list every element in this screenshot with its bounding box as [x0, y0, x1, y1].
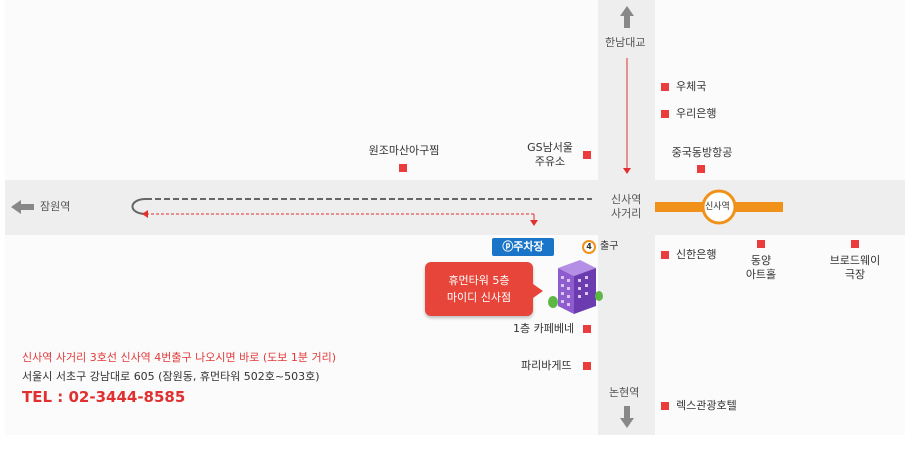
building-icon: [548, 260, 603, 314]
place-dongyang-line2: 아트홀: [745, 268, 777, 281]
station-label: 신사역: [705, 202, 730, 212]
place-caffe: 1층 카페베네: [513, 322, 575, 335]
route-arrow-down-icon: [623, 168, 631, 174]
marker-rex: [661, 402, 669, 410]
station-circle: [701, 189, 737, 225]
arrow-down-icon: [620, 406, 634, 428]
exit-label: 출구: [600, 241, 619, 252]
marker-gs: [583, 151, 591, 159]
tel-text: TEL : 02-3444-8585: [22, 388, 186, 406]
marker-dongyang: [757, 240, 765, 248]
marker-post-office: [661, 83, 669, 91]
marker-broadway: [851, 240, 859, 248]
bubble-line2: 마이디 신사점: [446, 291, 512, 304]
place-broadway-line1: 브로드웨이: [829, 254, 881, 267]
block-north-east: [655, 0, 905, 180]
crossing-label-line2: 사거리: [611, 207, 642, 220]
marker-paris: [583, 362, 591, 370]
road-label-north: 한남대교: [605, 36, 646, 49]
location-bubble: 휴먼타워 5층 마이디 신사점: [425, 262, 543, 316]
uturn-icon: [131, 198, 147, 215]
place-broadway-line2: 극장: [844, 268, 866, 281]
marker-shinhan: [661, 251, 669, 259]
route-arrow-right-icon: [142, 210, 148, 218]
place-shinhan: 신한은행: [676, 248, 717, 261]
block-south-east: [655, 235, 905, 435]
arrow-left-icon: [11, 200, 34, 214]
place-china-east: 중국동방항공: [671, 146, 733, 159]
exit-number-icon: 4: [582, 240, 596, 254]
marker-wonjo: [399, 164, 407, 172]
road-label-west: 잠원역: [40, 200, 71, 213]
block-north-west: [5, 0, 598, 180]
place-woori-bank: 우리은행: [676, 107, 717, 120]
parking-badge: ⓟ주차장: [492, 238, 554, 256]
road-label-south: 논현역: [609, 386, 640, 399]
marker-woori-bank: [661, 110, 669, 118]
route-arrow-end-icon: [530, 220, 538, 226]
place-paris: 파리바게뜨: [521, 359, 572, 372]
address-text: 서울시 서초구 강남대로 605 (잠원동, 휴먼타워 502호~503호): [22, 370, 320, 383]
arrow-up-icon: [620, 6, 634, 28]
directions-text: 신사역 사거리 3호선 신사역 4번출구 나오시면 바로 (도보 1분 거리): [22, 351, 337, 364]
place-gs-line1: GS남서울: [527, 141, 573, 154]
marker-china-east: [697, 165, 705, 173]
place-post-office: 우체국: [676, 80, 707, 93]
place-wonjo: 원조마산아구찜: [368, 144, 440, 157]
marker-caffe: [583, 325, 591, 333]
place-rex: 렉스관광호텔: [676, 399, 737, 412]
crossing-label-line1: 신사역: [611, 193, 642, 206]
bubble-line1: 휴먼타워 5층: [448, 274, 510, 287]
place-dongyang-line1: 동양: [750, 254, 772, 267]
place-gs-line2: 주유소: [534, 155, 566, 168]
